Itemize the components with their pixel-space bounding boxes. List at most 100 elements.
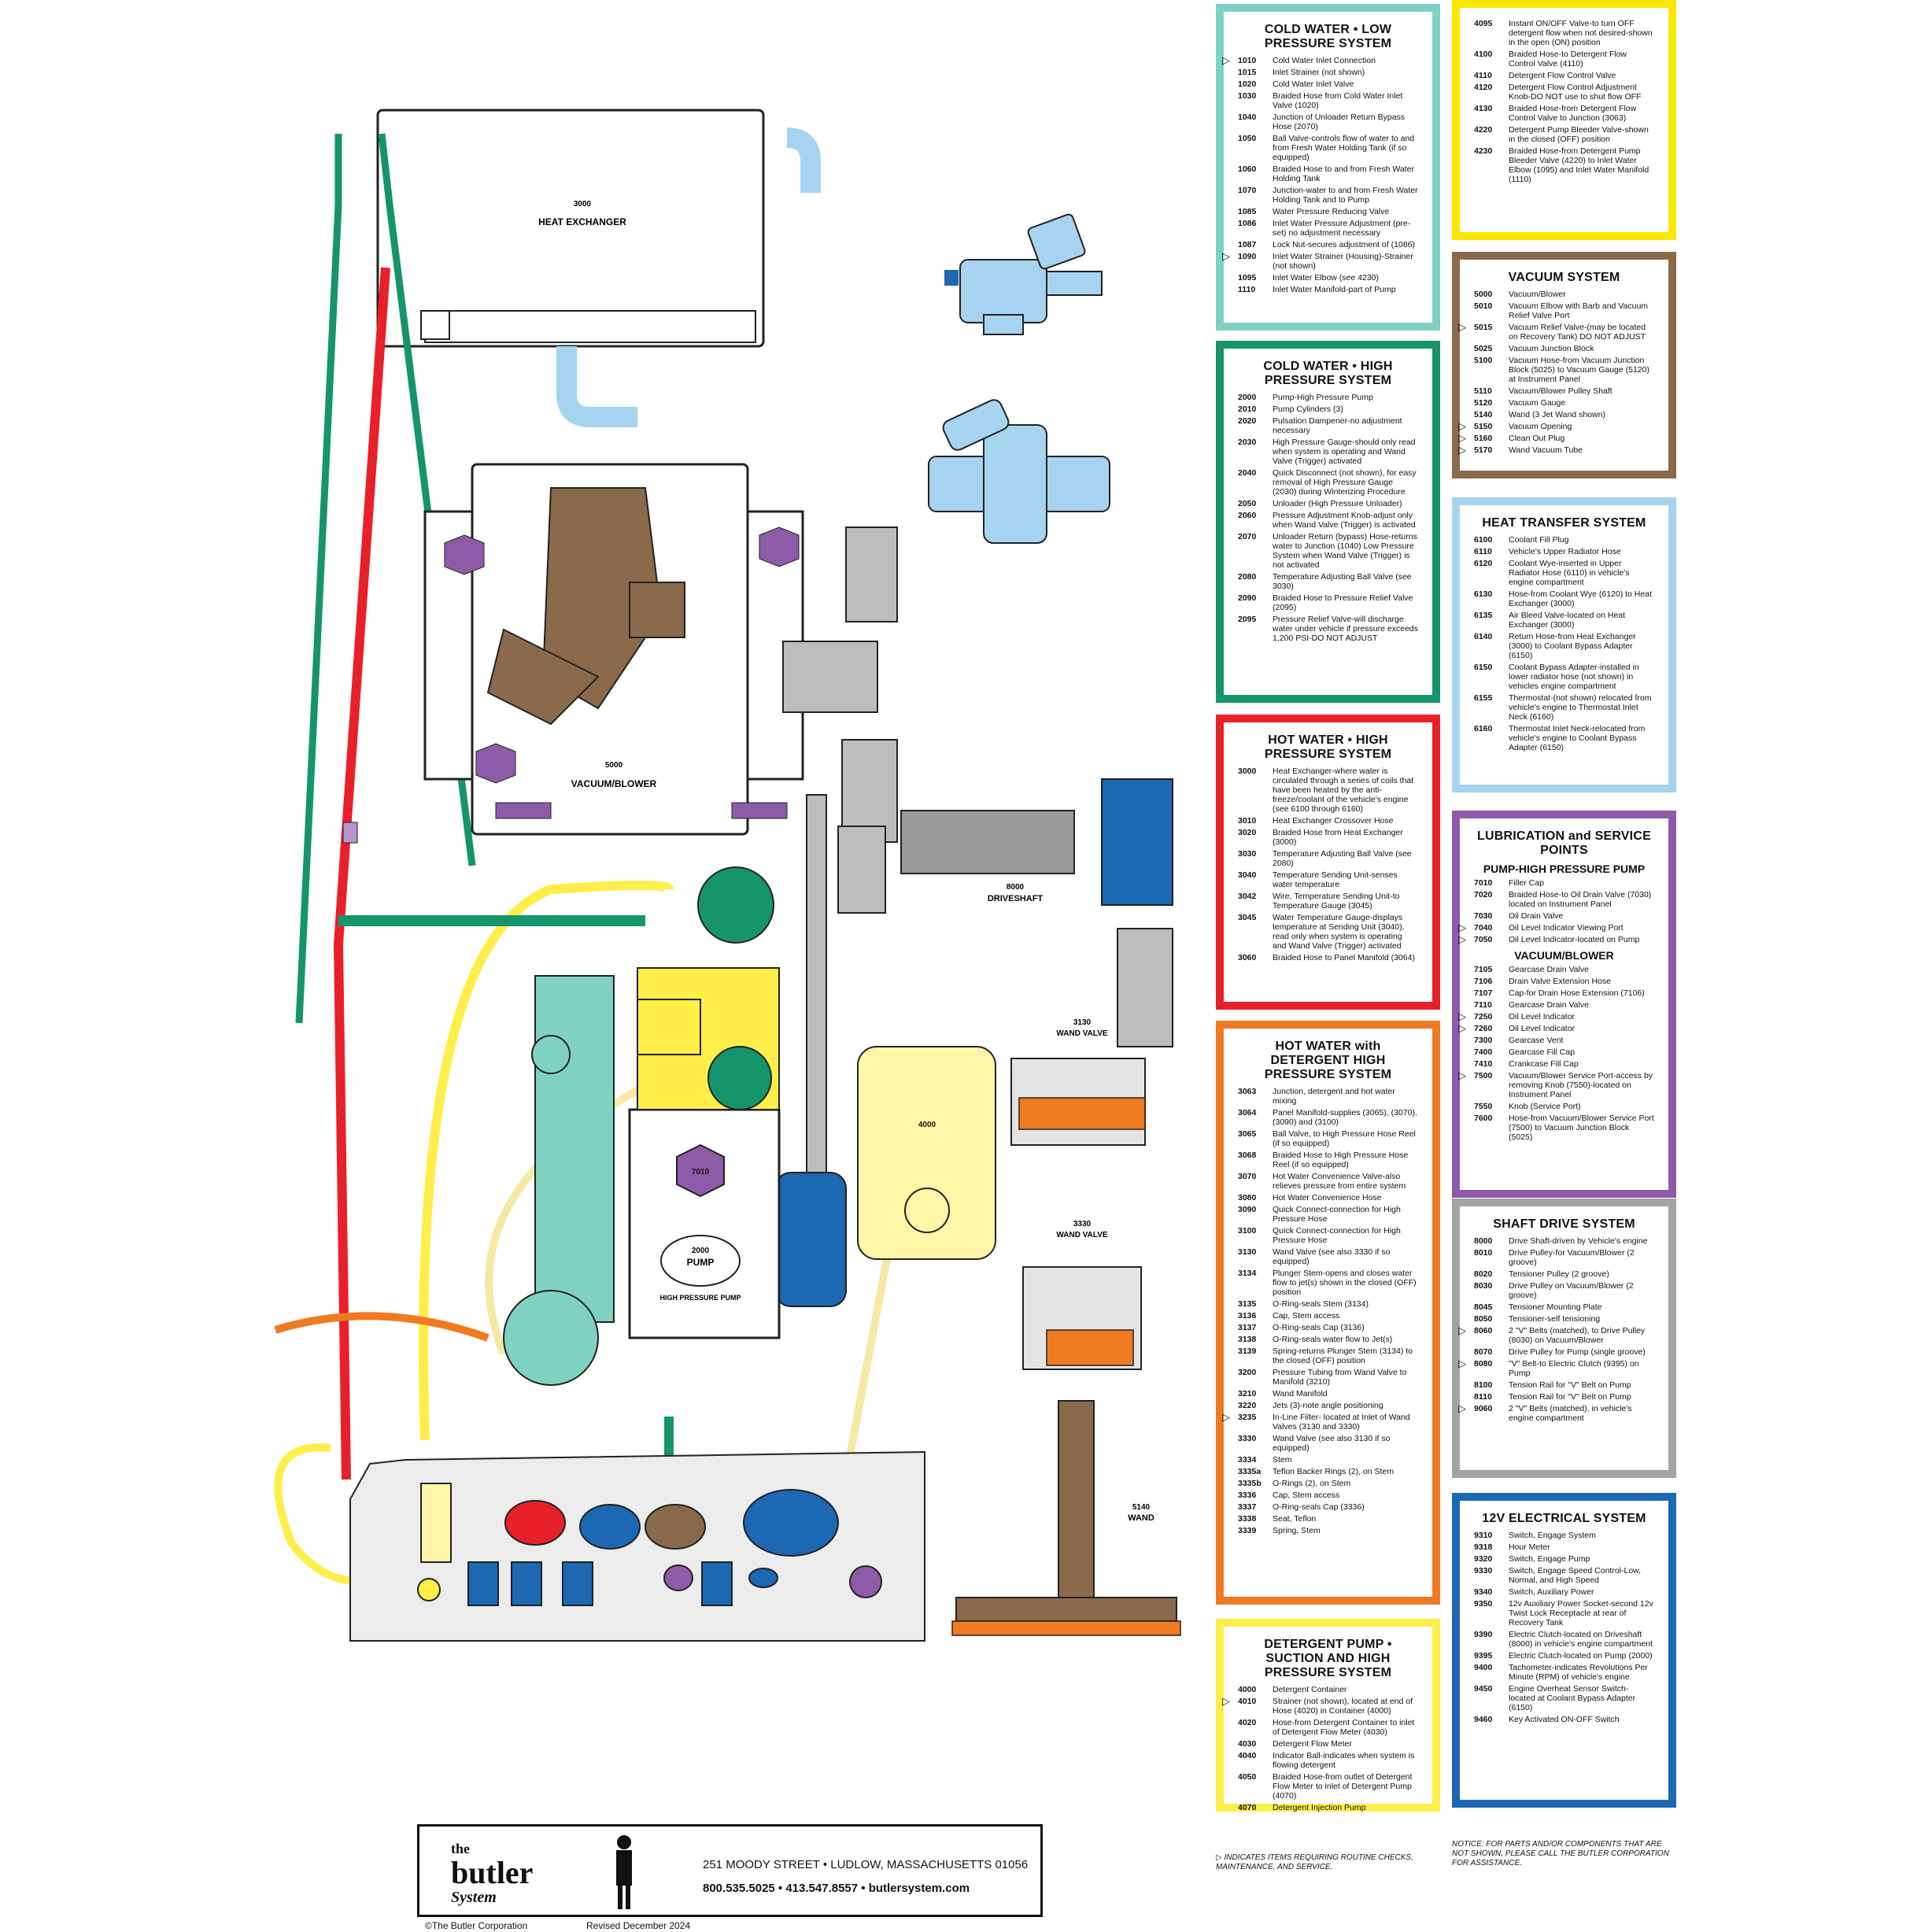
legend-item-code: 1086 <box>1238 219 1257 228</box>
legend-item-code: 1060 <box>1238 164 1257 174</box>
legend-item-text: Water Pressure Reducing Valve <box>1273 207 1390 216</box>
legend-subhead-blower: VACUUM/BLOWER <box>1514 949 1614 962</box>
legend-item-text: Vacuum Elbow with Barb and Vacuum Relief… <box>1509 301 1649 320</box>
system-diagram: 3000 HEAT EXCHANGER 5000 <box>274 109 1181 1642</box>
legend-item-code: 4110 <box>1474 71 1492 80</box>
coolant-adapter-top <box>944 213 1103 335</box>
svg-text:7010: 7010 <box>692 1168 710 1177</box>
legend-item-text: In-Line Filter- located at Inlet of Wand… <box>1273 1413 1410 1431</box>
legend-item-text: Quick Connect-connection for High Pressu… <box>1273 1205 1401 1224</box>
legend-item-code: 4070 <box>1238 1803 1257 1812</box>
legend-item-text: Braided Hose-from Detergent Pump Bleeder… <box>1509 146 1649 184</box>
vacuum-blower: 5000 VACUUM/BLOWER <box>342 463 804 844</box>
legend-item-text: Instant ON/OFF Valve-to turn OFF deterge… <box>1509 19 1653 47</box>
maintenance-marker-icon: ▷ <box>1458 1402 1466 1414</box>
legend-item-text: Coolant Wye-inserted in Upper Radiator H… <box>1509 559 1630 587</box>
legend-title: 12V ELECTRICAL SYSTEM <box>1482 1512 1646 1525</box>
legend-item-text: Heat Exchanger Crossover Hose <box>1273 816 1394 826</box>
legend-item-code: 5015 <box>1474 323 1493 332</box>
pump-code: 2000 <box>692 1247 710 1255</box>
legend-item-code: 3235 <box>1238 1413 1257 1422</box>
legend-item-code: 9320 <box>1474 1554 1493 1564</box>
legend-item-text: Hot Water Convenience Valve-also relieve… <box>1273 1172 1406 1191</box>
legend-item-text: Gearcase Vent <box>1509 1036 1564 1045</box>
legend-detergent-pump: DETERGENT PUMP • SUCTION AND HIGH PRESSU… <box>1216 1619 1440 1812</box>
legend-item-code: 9060 <box>1474 1404 1493 1413</box>
legend-item-text: Return Hose-from Heat Exchanger (3000) t… <box>1509 632 1636 660</box>
legend-item-text: Key Activated ON-OFF Switch <box>1509 1715 1620 1724</box>
legend-item-text: Quick Connect-connection for High Pressu… <box>1273 1226 1401 1245</box>
legend-item-code: 3136 <box>1238 1311 1257 1321</box>
legend-item-code: 2000 <box>1238 393 1257 402</box>
legend-item-code: 1070 <box>1238 186 1257 195</box>
legend-item-code: 4220 <box>1474 125 1493 135</box>
legend-item-text: Gearcase Fill Cap <box>1509 1047 1576 1057</box>
legend-item-text: Switch, Engage Pump <box>1509 1554 1590 1564</box>
legend-item-code: 1040 <box>1238 113 1257 122</box>
legend-item-text: Drive Pulley for Pump (single groove) <box>1509 1347 1646 1357</box>
legend-item-code: 5150 <box>1474 422 1493 431</box>
legend-item-text: Drive Pulley-for Vacuum/Blower (2 groove… <box>1509 1248 1635 1267</box>
legend-item: 8070 Drive Pulley for Pump (single groove… <box>1474 1347 1654 1357</box>
legend-item-code: 3337 <box>1238 1502 1257 1512</box>
legend-item-text: Pressure Tubing from Wand Valve to Manif… <box>1273 1368 1407 1387</box>
legend-item-text: Seat, Teflon <box>1273 1514 1317 1524</box>
wand-valve-bottom-code: 3330 <box>1073 1220 1092 1228</box>
legend-item-text: Tensioner Pulley (2 groove) <box>1509 1269 1609 1279</box>
legend-item-text: Vacuum Hose-from Vacuum Junction Block (… <box>1509 356 1649 384</box>
legend-item-code: 3070 <box>1238 1172 1257 1181</box>
legend-item-code: 7600 <box>1474 1114 1493 1123</box>
legend-item-code: 7010 <box>1474 878 1493 888</box>
legend-item-code: 1110 <box>1238 285 1256 294</box>
legend-item-code: 3042 <box>1238 892 1257 901</box>
legend-item-code: 6120 <box>1474 559 1493 568</box>
maintenance-marker-icon: ▷ <box>1458 1022 1466 1034</box>
legend-item-text: Inlet Water Manifold-part of Pump <box>1273 285 1396 294</box>
legend-item-code: 3139 <box>1238 1346 1257 1356</box>
legend-item-code: 9310 <box>1474 1531 1493 1540</box>
legend-item-code: 3339 <box>1238 1526 1257 1535</box>
legend-item-code: 5170 <box>1474 445 1493 455</box>
legend-item-code: 3068 <box>1238 1151 1257 1160</box>
legend-item-code: 3338 <box>1238 1514 1257 1524</box>
legend-item-code: 8070 <box>1474 1347 1493 1357</box>
legend-item-text: Tensioner-self tensioning <box>1509 1314 1601 1324</box>
legend-item-code: 5110 <box>1474 386 1492 396</box>
legend-item-code: 4010 <box>1238 1697 1257 1706</box>
legend-item-code: 9390 <box>1474 1630 1493 1639</box>
legend-item-text: Drive Shaft-driven by Vehicle's engine <box>1509 1236 1648 1246</box>
legend-item-text: Indicator Ball-indicates when system is … <box>1273 1751 1415 1770</box>
legend-item-text: Detergent Injection Pump <box>1273 1803 1366 1812</box>
heat-exchanger-label: HEAT EXCHANGER <box>538 216 626 227</box>
vacuum-blower-code: 5000 <box>605 761 623 770</box>
footer-revised: Revised December 2024 <box>586 1920 691 1931</box>
legend-item-code: 7550 <box>1474 1102 1493 1111</box>
legend-item-text: Wand Manifold <box>1273 1389 1328 1398</box>
legend-item: 3136 Cap, Stem access <box>1238 1311 1418 1321</box>
legend-item-code: 5000 <box>1474 290 1493 299</box>
maintenance-marker-icon: ▷ <box>1458 1069 1466 1081</box>
legend-item-code: 9400 <box>1474 1663 1493 1672</box>
legend-item-code: 3220 <box>1238 1401 1257 1410</box>
legend-item-text: Braided Hose to Panel Manifold (3064) <box>1273 953 1415 962</box>
legend-item-text: Cap, Stem access <box>1273 1311 1340 1321</box>
legend-item-code: 5140 <box>1474 410 1493 419</box>
